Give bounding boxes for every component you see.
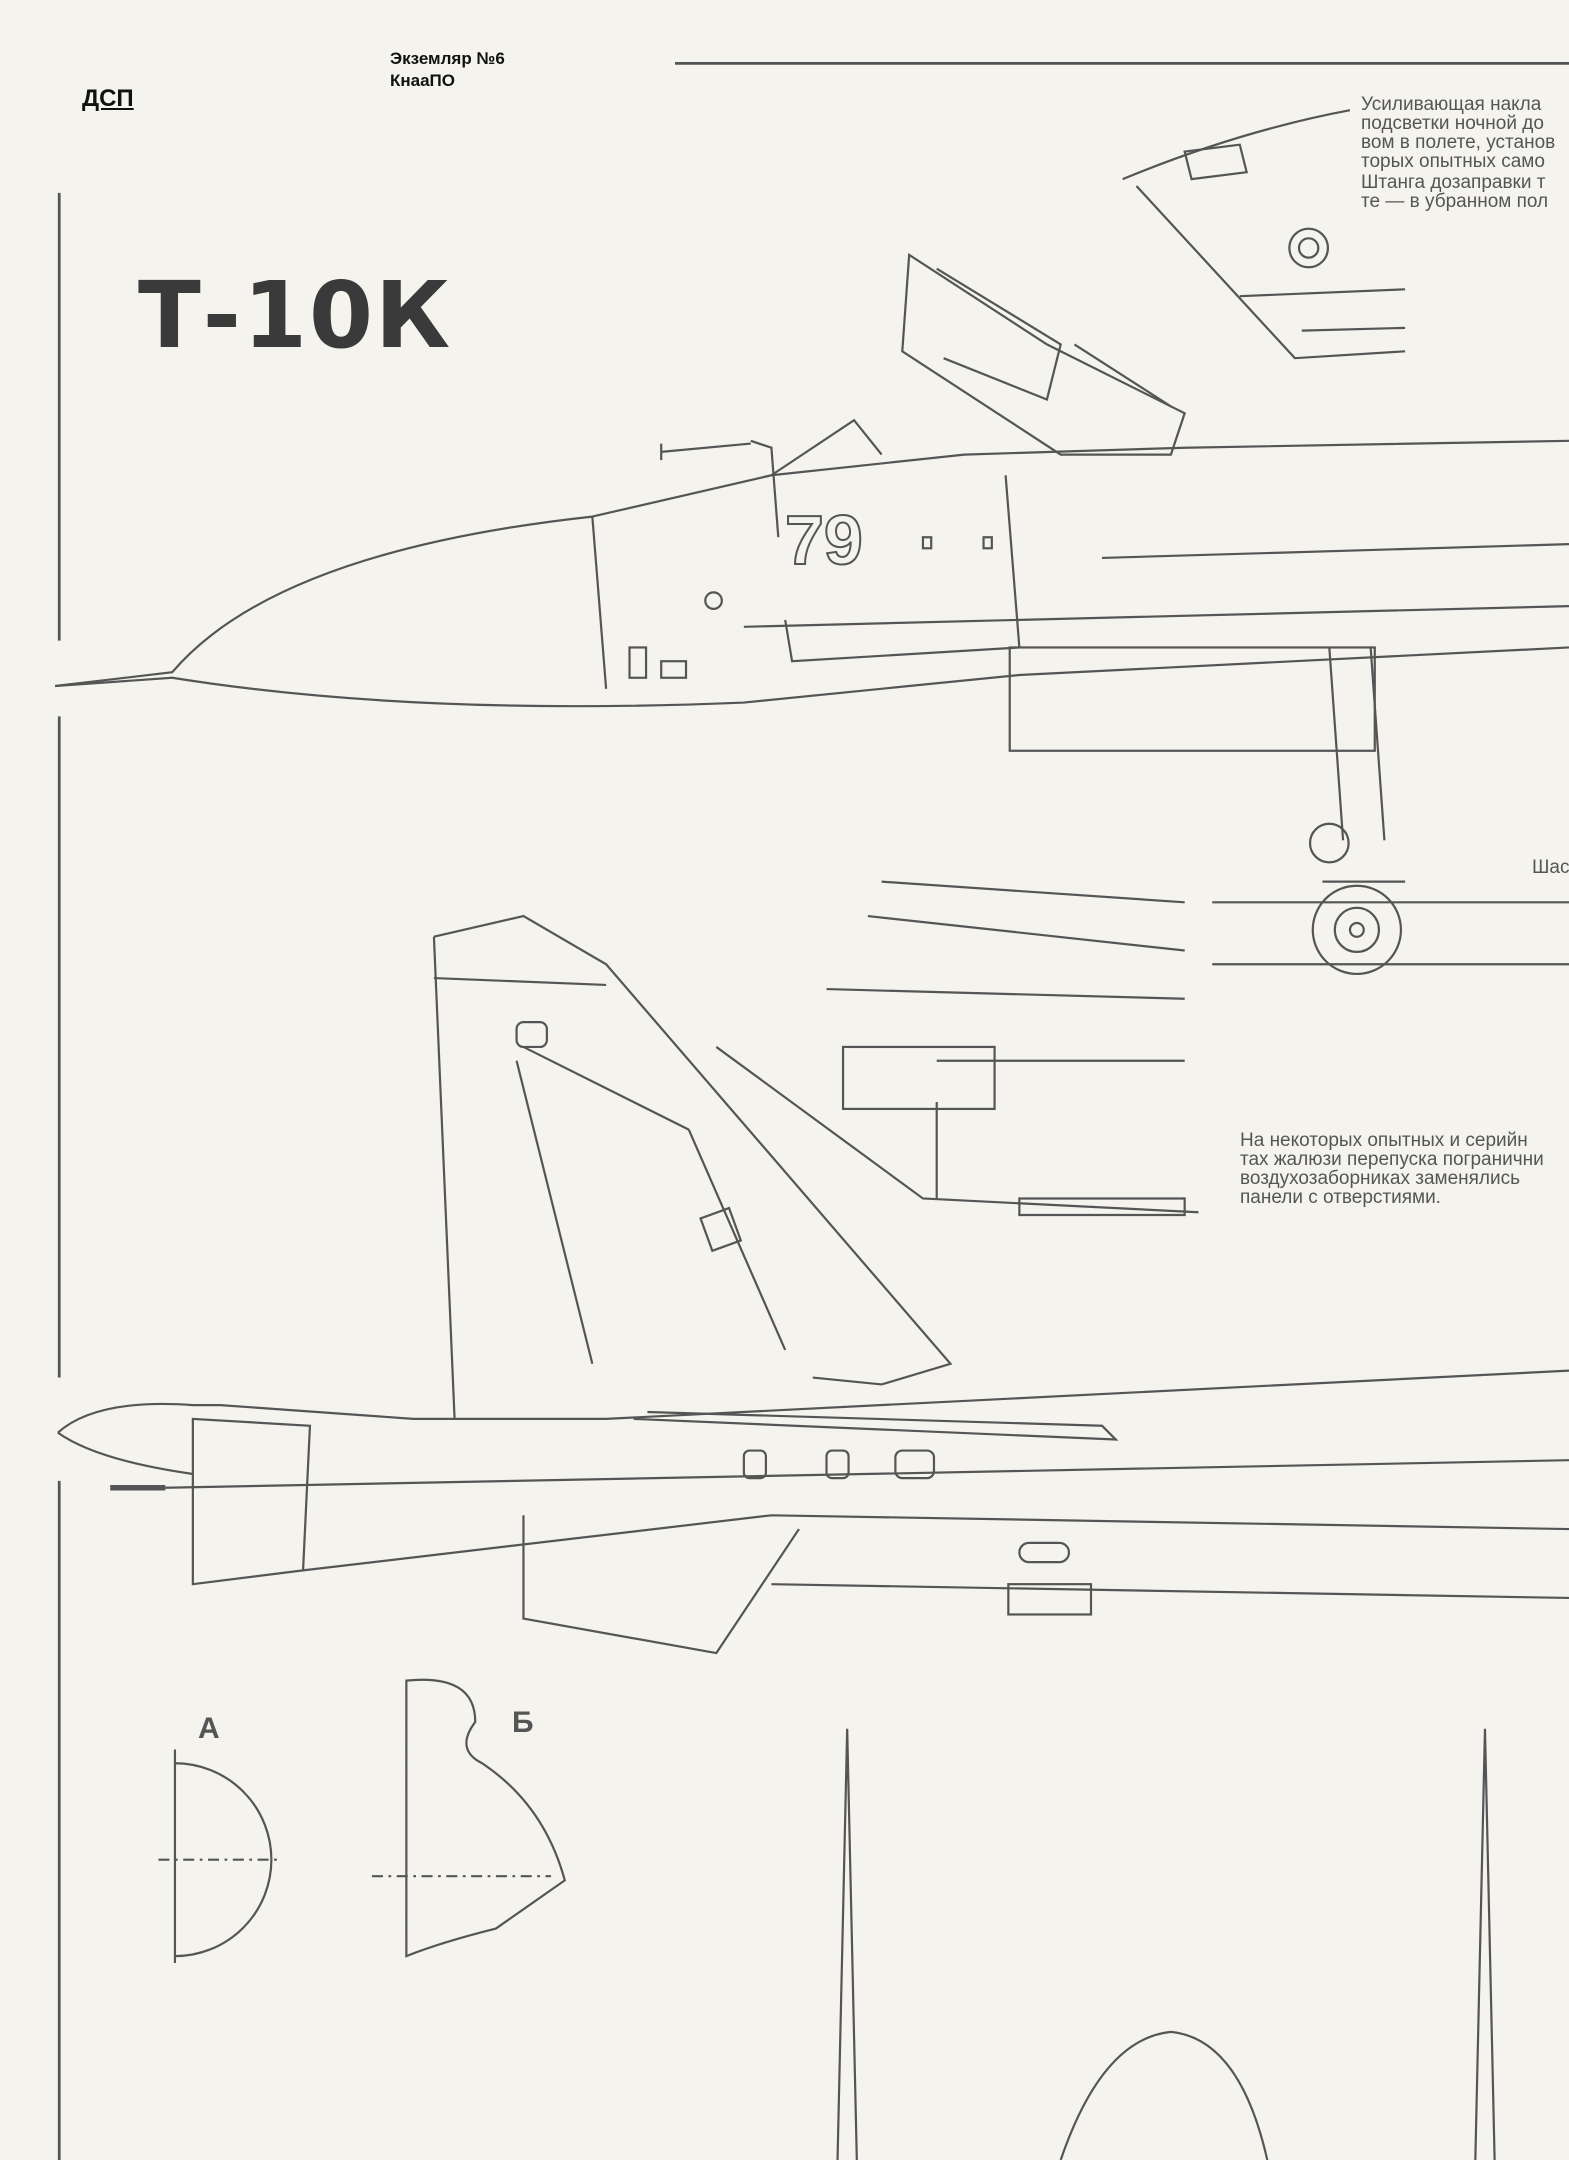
inset-canopy-detail xyxy=(1122,109,1406,360)
note-line: На некоторых опытных и серийн xyxy=(1240,1130,1528,1151)
note-line: Усиливающая накла xyxy=(1361,94,1542,115)
note-line: те — в убранном пол xyxy=(1361,191,1549,212)
copy-number: Экземляр №6 xyxy=(390,49,505,68)
aircraft-number: 79 xyxy=(784,500,864,580)
section-b-profile xyxy=(371,1678,567,1958)
inset-intake-detail xyxy=(715,880,1569,1217)
section-a-profile xyxy=(158,1749,283,1963)
section-label-b: Б xyxy=(512,1706,534,1739)
section-label-a: А xyxy=(198,1712,220,1745)
note-line: торых опытных само xyxy=(1361,151,1545,172)
frame-lines xyxy=(57,62,1569,2160)
drawing-title: Т-10К xyxy=(138,262,453,369)
note-intake-panels: На некоторых опытных и серийн тах жалюзи… xyxy=(1240,1131,1544,1207)
note-line: тах жалюзи перепуска погранични xyxy=(1240,1149,1544,1170)
note-reinforcing-plate: Усиливающая накла подсветки ночной до во… xyxy=(1361,95,1555,171)
note-line: воздухозаборниках заменялись xyxy=(1240,1168,1521,1189)
side-view-tail-section xyxy=(57,914,1569,1655)
nose-landing-gear xyxy=(1308,647,1406,976)
note-line: Штанга дозаправки т xyxy=(1361,172,1546,193)
note-refuel-probe: Штанга дозаправки т те — в убранном пол xyxy=(1361,173,1548,211)
note-line: подсветки ночной до xyxy=(1361,113,1544,134)
front-view-fins xyxy=(836,1728,1496,2160)
note-line: вом в полете, установ xyxy=(1361,132,1556,153)
organization: КнааПО xyxy=(390,71,455,90)
classification-stamp: ДСП xyxy=(82,85,134,112)
note-line: панели с отверстиями. xyxy=(1240,1187,1441,1208)
note-landing-gear: Шас xyxy=(1532,857,1569,878)
